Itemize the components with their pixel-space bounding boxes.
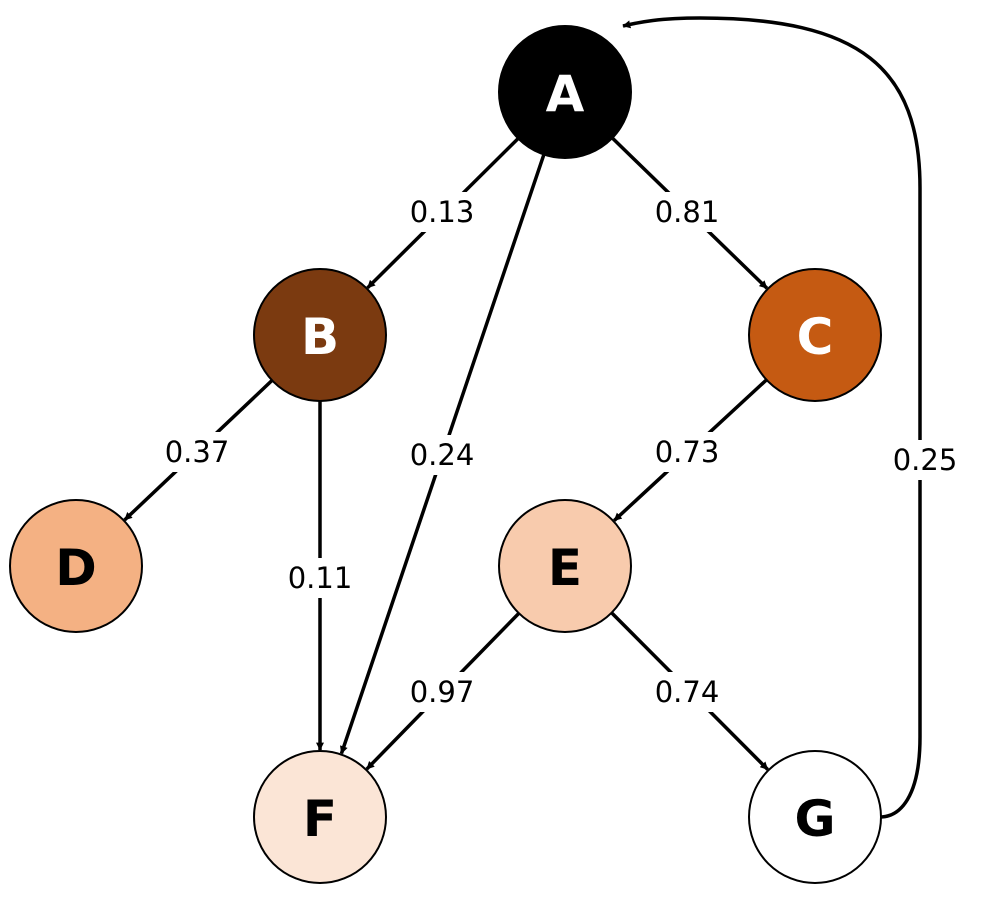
node-circle [9, 499, 143, 633]
edge-weight-c-e: 0.73 [655, 435, 720, 469]
node-layer: A B C D E F G [9, 25, 882, 884]
edge-weight-a-b: 0.13 [410, 195, 475, 229]
node-label: E [548, 539, 582, 597]
node-circle [498, 25, 632, 159]
edge-label-background [163, 432, 231, 472]
node-b: B [253, 268, 387, 402]
node-circle [253, 268, 387, 402]
edge-g-to-a [622, 16, 922, 819]
node-circle [498, 499, 632, 633]
node-label: G [794, 790, 835, 848]
node-label: C [797, 308, 834, 366]
edge-weight-e-g: 0.74 [655, 675, 720, 709]
edge-label-background [408, 435, 476, 475]
node-g: G [748, 750, 882, 884]
edge-weight-b-d: 0.37 [165, 435, 230, 469]
node-f: F [253, 750, 387, 884]
node-label: F [303, 790, 337, 848]
edge-label-background [653, 192, 721, 232]
edge-label-background [891, 440, 959, 480]
edge-label-background [653, 672, 721, 712]
edge-label-background [408, 192, 476, 232]
node-circle [748, 750, 882, 884]
node-label: D [55, 539, 97, 597]
edge-weight-a-c: 0.81 [655, 195, 720, 229]
node-e: E [498, 499, 632, 633]
edge-label-background [286, 558, 354, 598]
edge-weight-g-a: 0.25 [893, 443, 958, 477]
node-c: C [748, 268, 882, 402]
node-circle [748, 268, 882, 402]
edge-label-background [653, 432, 721, 472]
node-a: A [498, 25, 632, 159]
edge-weight-e-f: 0.97 [410, 675, 475, 709]
edge-weight-a-f: 0.24 [410, 438, 475, 472]
edge-label-background [408, 672, 476, 712]
edge-label-layer: 0.13 0.81 0.24 0.37 0.11 0.73 0.97 0.74 0.25 [163, 192, 959, 712]
node-circle [253, 750, 387, 884]
edge-weight-b-f: 0.11 [288, 561, 353, 595]
node-label: A [546, 65, 585, 123]
node-d: D [9, 499, 143, 633]
node-label: B [301, 308, 339, 366]
